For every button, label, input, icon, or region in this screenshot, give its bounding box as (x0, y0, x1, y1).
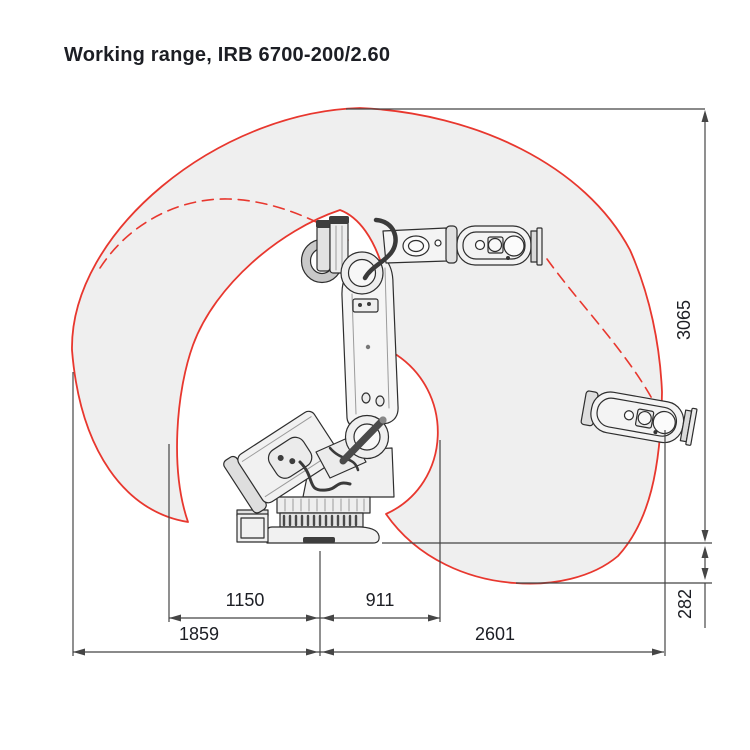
robot-wrist-lower-position (580, 390, 698, 446)
elbow-motors (316, 216, 349, 274)
robot-illustration (223, 216, 698, 544)
dim-label-1150: 1150 (226, 590, 265, 610)
shoulder-joint (339, 414, 390, 465)
dim-label-911: 911 (366, 590, 395, 610)
alternate-range-arc-right (546, 258, 658, 409)
alternate-range-arc-left (99, 198, 349, 269)
base-cable (298, 460, 352, 492)
robot-upper-arm (382, 225, 458, 264)
elbow-cable-loop (362, 217, 398, 281)
dimension-1150-911: 1150 911 (169, 590, 440, 622)
robot-wrist (456, 225, 543, 266)
dim-label-2601: 2601 (475, 624, 515, 644)
extension-lines (72, 372, 666, 656)
dimension-vertical-3065: 3065 (346, 108, 709, 542)
dim-label-3065: 3065 (674, 300, 694, 340)
base-foot (303, 537, 335, 543)
fork-pocket (236, 513, 269, 543)
dimension-1859-2601: 1859 2601 (73, 624, 664, 656)
tool-flange (530, 230, 538, 263)
dimension-below-base-282: 282 (382, 542, 712, 628)
page-title: Working range, IRB 6700-200/2.60 (64, 44, 391, 66)
dim-label-1859: 1859 (179, 624, 219, 644)
dim-label-282: 282 (675, 589, 695, 619)
counterweight-cylinder (223, 410, 340, 514)
